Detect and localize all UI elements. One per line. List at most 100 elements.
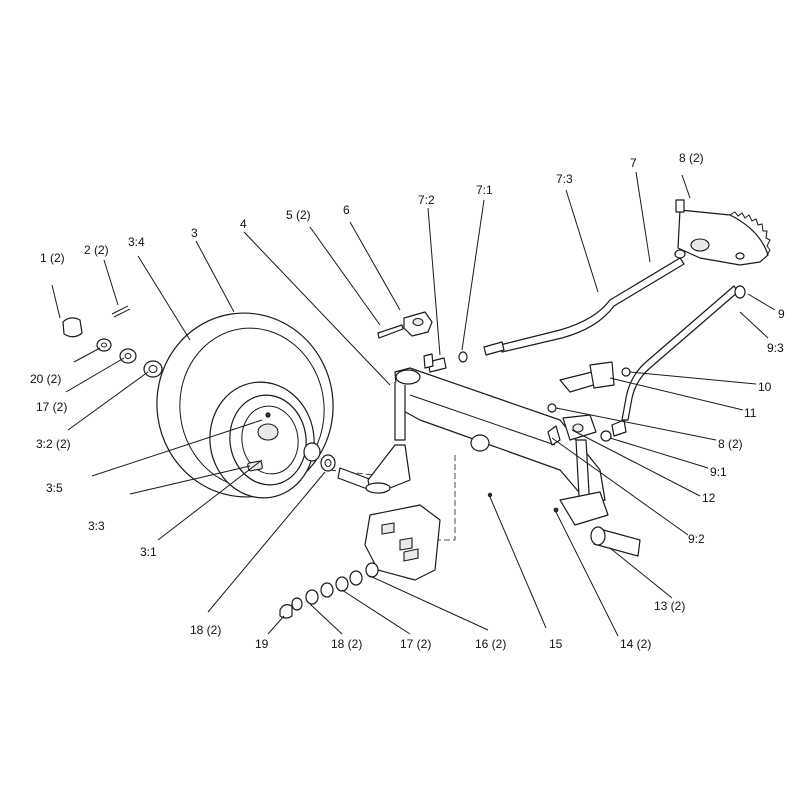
front-axle bbox=[365, 367, 606, 506]
label-7: 7 bbox=[630, 156, 637, 170]
washer-17-upper bbox=[320, 454, 336, 472]
bolt-8-upper bbox=[675, 199, 685, 213]
hub-cap-1 bbox=[62, 317, 83, 338]
spindle-13-end bbox=[590, 526, 606, 546]
washer-20 bbox=[96, 338, 112, 352]
bolt-5 bbox=[377, 324, 404, 339]
bracket-11 bbox=[589, 361, 615, 389]
steering-arm-12-hole bbox=[572, 423, 584, 433]
label-7-3: 7:3 bbox=[556, 172, 573, 186]
nut-9-1 bbox=[600, 430, 612, 442]
label-1: 1 (2) bbox=[40, 251, 65, 265]
sector-plate-hole bbox=[690, 238, 710, 252]
label-3-2: 3:2 (2) bbox=[36, 437, 71, 451]
label-19: 19 bbox=[255, 637, 269, 651]
valve-stem bbox=[265, 412, 271, 418]
label-9-1: 9:1 bbox=[710, 465, 727, 479]
label-18-lower: 18 (2) bbox=[331, 637, 362, 651]
sector-pivot-7 bbox=[674, 249, 686, 259]
hub-parts bbox=[303, 442, 373, 491]
spacer-18-upper bbox=[303, 442, 321, 462]
washer-17-lower bbox=[349, 570, 363, 586]
bolt-8-lower bbox=[547, 403, 557, 413]
label-7-2: 7:2 bbox=[418, 193, 435, 207]
tie-rod-9-3 bbox=[621, 285, 739, 421]
sector-pivot-9 bbox=[735, 252, 745, 260]
steering-arm-6-hole bbox=[412, 317, 424, 327]
washer-17-left-hole bbox=[124, 353, 132, 359]
label-11: 11 bbox=[744, 406, 757, 420]
bracket-slot-1 bbox=[381, 522, 395, 535]
spindle-left-base bbox=[365, 482, 391, 494]
tie-rod bbox=[547, 285, 746, 446]
tie-rod-end-9 bbox=[734, 285, 746, 299]
leader-lines bbox=[51, 171, 776, 637]
label-14: 14 (2) bbox=[620, 637, 651, 651]
label-5: 5 (2) bbox=[286, 208, 311, 222]
sector-gear-teeth bbox=[729, 211, 771, 256]
ball-joint-9-2 bbox=[547, 425, 561, 446]
steering-sector bbox=[674, 199, 771, 266]
label-9: 9 bbox=[778, 307, 785, 321]
label-8-upper: 8 (2) bbox=[679, 151, 704, 165]
grease-fitting-15 bbox=[487, 492, 493, 498]
label-18-left: 18 (2) bbox=[190, 623, 221, 637]
sector-gear-plate bbox=[677, 209, 769, 266]
label-20: 20 (2) bbox=[30, 372, 61, 386]
axle-spindle-tube bbox=[394, 382, 406, 441]
retaining-ring-19 bbox=[279, 604, 293, 619]
label-3-1: 3:1 bbox=[140, 545, 157, 559]
bracket-slot-3 bbox=[403, 548, 419, 562]
label-9-2: 9:2 bbox=[688, 532, 705, 546]
washer-18-lower-b bbox=[305, 589, 319, 605]
bolt-10 bbox=[621, 367, 631, 377]
bracket-slot-2 bbox=[399, 537, 413, 551]
left-small-parts bbox=[62, 305, 163, 378]
washer-hole bbox=[324, 459, 332, 467]
bearing-3-2-hole bbox=[148, 365, 158, 373]
tie-rod-end-9-1 bbox=[611, 419, 627, 437]
label-15: 15 bbox=[549, 637, 563, 651]
washer-17-lower-b bbox=[335, 576, 349, 592]
label-3: 3 bbox=[191, 226, 198, 240]
axle-beam-edge bbox=[409, 394, 556, 446]
spindle-right-body bbox=[559, 491, 609, 526]
bearing-3-2 bbox=[143, 360, 163, 378]
label-7-1: 7:1 bbox=[476, 183, 493, 197]
washer-16 bbox=[365, 562, 379, 578]
label-10: 10 bbox=[758, 380, 772, 394]
right-spindle bbox=[487, 361, 641, 557]
grease-fitting-14 bbox=[553, 507, 559, 513]
label-3-5: 3:5 bbox=[46, 481, 63, 495]
label-2: 2 (2) bbox=[84, 243, 109, 257]
label-6: 6 bbox=[343, 203, 350, 217]
label-3-4: 3:4 bbox=[128, 235, 145, 249]
label-13: 13 (2) bbox=[654, 599, 685, 613]
rim-inner bbox=[241, 405, 299, 475]
label-4: 4 bbox=[240, 217, 247, 231]
nut-7-1 bbox=[458, 351, 468, 363]
label-3-3: 3:3 bbox=[88, 519, 105, 533]
axle-pivot-left bbox=[395, 369, 421, 385]
cotter-pin-2 bbox=[111, 305, 129, 315]
label-8-lower: 8 (2) bbox=[718, 437, 743, 451]
cotter-pin-2b bbox=[113, 308, 131, 318]
label-12: 12 bbox=[702, 491, 716, 505]
hub-bore bbox=[257, 423, 279, 441]
drag-link-rod-7-3 bbox=[499, 257, 685, 353]
label-9-3: 9:3 bbox=[767, 341, 784, 355]
washer-20-hole bbox=[101, 342, 107, 348]
washer-18-lower bbox=[320, 582, 334, 598]
washer-17-left bbox=[119, 348, 137, 364]
washer-18-lower-c bbox=[291, 597, 303, 611]
tire-assembly bbox=[156, 312, 334, 499]
callout-labels: 1 (2) 2 (2) 3:4 3 4 5 (2) 6 7:2 7:1 7:3 … bbox=[30, 151, 785, 651]
rod-end-7-1 bbox=[483, 341, 505, 356]
lower-parts bbox=[279, 504, 441, 619]
label-17-lower: 17 (2) bbox=[400, 637, 431, 651]
label-16: 16 (2) bbox=[475, 637, 506, 651]
steering-arm-left bbox=[377, 311, 433, 339]
ball-joint-stud bbox=[423, 353, 434, 369]
